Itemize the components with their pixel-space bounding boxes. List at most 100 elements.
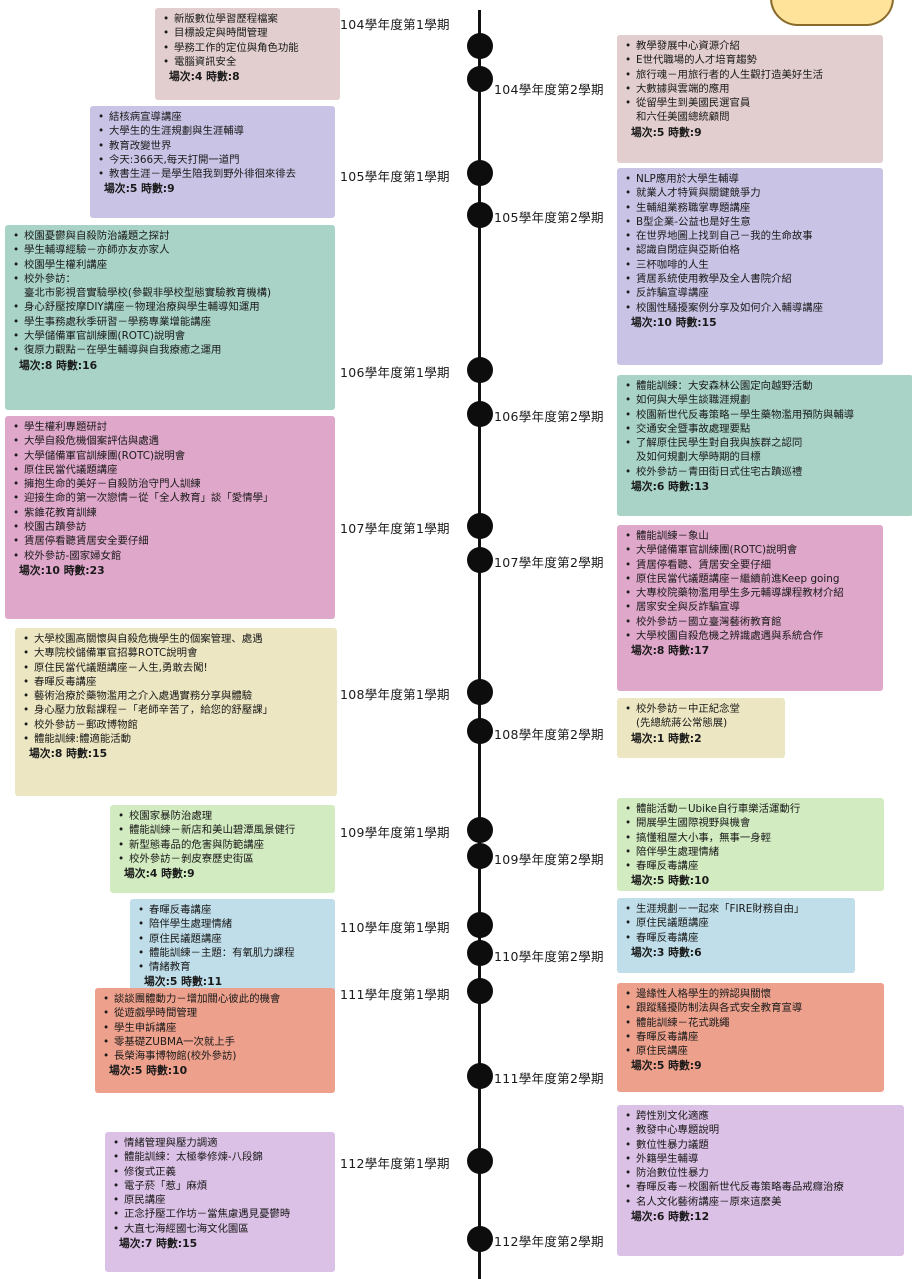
activity-item: 開展學生國際視野與機會 (623, 816, 878, 831)
timeline-node (467, 1148, 493, 1174)
activity-item: 身心舒壓按摩DIY講座－物理治療與學生輔導知運用 (11, 300, 329, 315)
activity-item: 跟蹤騷擾防制法與各式安全教育宣導 (623, 1001, 878, 1016)
semester-label: 111學年度第2學期 (494, 1071, 604, 1086)
activity-item: 大專校院藥物濫用學生多元輔導課程教材介紹 (623, 586, 877, 601)
activity-item: 原住民講座 (623, 1044, 878, 1059)
activity-item: 名人文化藝術講座－原來這麼美 (623, 1195, 898, 1210)
activity-item: 防治數位性暴力 (623, 1166, 898, 1181)
activity-item: 校園學生權利講座 (11, 258, 329, 273)
session-hours-summary: 場次:7 時數:15 (119, 1237, 198, 1251)
timeline-node (467, 513, 493, 539)
activity-item: 復原力觀點－在學生輔導與自我療癒之運用 (11, 343, 329, 358)
activity-item: 校園憂鬱與自殺防治議題之探討 (11, 229, 329, 244)
semester-label: 105學年度第1學期 (340, 169, 450, 184)
activity-item: 邊緣性人格學生的辨認與關懷 (623, 987, 878, 1002)
semester-label: 107學年度第2學期 (494, 555, 604, 570)
semester-activity-box: 談談團體動力－增加關心彼此的機會從遊戲學時間管理學生申訴講座零基礎ZUBMA一次… (95, 988, 335, 1093)
activity-list: 結核病宣導講座大學生的生涯規劃與生涯輔導教育改變世界今天:366天,每天打開一道… (96, 110, 329, 182)
activity-item: 目標設定與時間管理 (161, 26, 334, 41)
activity-item: 體能活動－Ubike自行車樂活運動行 (623, 802, 878, 817)
activity-item: 體能訓練:體適能活動 (21, 732, 331, 747)
activity-item: 體能訓練－主題：有氧肌力課程 (136, 946, 329, 961)
semester-activity-box: 春暉反毒講座陪伴學生處理情緒原住民議題講座體能訓練－主題：有氧肌力課程情緒教育場… (130, 899, 335, 1003)
activity-item: 校園家暴防治處理 (116, 809, 329, 824)
activity-item: 生輔組業務職掌專題講座 (623, 201, 877, 216)
semester-label: 106學年度第2學期 (494, 409, 604, 424)
semester-activity-box: 體能訓練－象山大學儲備軍官訓練團(ROTC)說明會賃居停看聽、賃居安全要仔細原住… (617, 525, 883, 691)
activity-item: 新型態毒品的危害與防範講座 (116, 838, 329, 853)
activity-item: 春暉反毒講座 (623, 1030, 878, 1045)
activity-item: 體能訓練：大安森林公園定向越野活動 (623, 379, 907, 394)
activity-item: 教發中心專題說明 (623, 1123, 898, 1138)
activity-item: 原住民當代議題講座－人生,勇敢去闖! (21, 661, 331, 676)
semester-activity-box: 教學發展中心資源介紹E世代職場的人才培育趨勢旅行魂－用旅行者的人生觀打造美好生活… (617, 35, 883, 163)
activity-item: 認識自閉症與亞斯伯格 (623, 243, 877, 258)
activity-item: 校外參訪－青田街日式住宅古蹟巡禮 (623, 465, 907, 480)
activity-item: 結核病宣導講座 (96, 110, 329, 125)
session-hours-summary: 場次:10 時數:15 (631, 315, 717, 329)
semester-label: 111學年度第1學期 (340, 987, 450, 1002)
activity-item: 擁抱生命的美好－自殺防治守門人訓練 (11, 477, 329, 492)
session-hours-summary: 場次:3 時數:6 (631, 945, 702, 959)
semester-label: 109學年度第1學期 (340, 825, 450, 840)
timeline-node (467, 978, 493, 1004)
semester-activity-box: 新版數位學習歷程檔案目標設定與時間管理學務工作的定位與角色功能電腦資訊安全場次:… (155, 8, 340, 100)
activity-list: 體能訓練：大安森林公園定向越野活動如何與大學生談職涯規劃校園新世代反毒策略－學生… (623, 379, 907, 479)
activity-item: 大學校園高關懷與自殺危機學生的個案管理、處遇 (21, 632, 331, 647)
activity-item: 大學儲備軍官訓練團(ROTC)說明會 (11, 449, 329, 464)
session-hours-summary: 場次:5 時數:11 (144, 975, 223, 989)
activity-item: 體能訓練－花式跳繩 (623, 1016, 878, 1031)
activity-item: 校園古蹟參訪 (11, 520, 329, 535)
semester-label: 112學年度第1學期 (340, 1156, 450, 1171)
activity-item: 跨性別文化適應 (623, 1109, 898, 1124)
activity-item: 修復式正義 (111, 1165, 329, 1180)
activity-item-continued: (先總統蔣公常態展) (636, 717, 728, 730)
activity-list: 體能訓練－象山大學儲備軍官訓練團(ROTC)說明會賃居停看聽、賃居安全要仔細原住… (623, 529, 877, 644)
activity-item: 校外參訪： (11, 272, 329, 287)
session-hours-summary: 場次:8 時數:16 (19, 358, 98, 372)
semester-activity-box: 情緒管理與壓力調適體能訓練：太極拳修煉-八段錦修復式正義電子菸「惹」麻煩原民講座… (105, 1132, 335, 1272)
activity-item: 迎接生命的第一次戀情－從「全人教育」談「愛情學」 (11, 491, 329, 506)
semester-activity-box: 學生權利專題研討大學自殺危機個案評估與處遇大學儲備軍官訓練團(ROTC)說明會原… (5, 416, 335, 619)
activity-item: 原住民議題講座 (623, 916, 849, 931)
activity-item: 情緒教育 (136, 960, 329, 975)
activity-list: 跨性別文化適應教發中心專題說明數位性暴力議題外籍學生輔導防治數位性暴力春暉反毒－… (623, 1109, 898, 1209)
activity-list: 新版數位學習歷程檔案目標設定與時間管理學務工作的定位與角色功能電腦資訊安全 (161, 12, 334, 69)
activity-item: 體能訓練－象山 (623, 529, 877, 544)
timeline-node (467, 1226, 493, 1252)
semester-activity-box: 校園憂鬱與自殺防治議題之探討學生輔導經驗－亦師亦友亦家人校園學生權利講座校外參訪… (5, 225, 335, 410)
timeline-node (467, 66, 493, 92)
timeline-node (467, 912, 493, 938)
activity-item: E世代職場的人才培育趨勢 (623, 53, 877, 68)
session-hours-summary: 場次:5 時數:10 (109, 1064, 188, 1078)
activity-item: 了解原住民學生對自我與族群之認同 (623, 436, 907, 451)
activity-item: 交通安全暨事故處理要點 (623, 422, 907, 437)
activity-item: 陪伴學生處理情緒 (623, 845, 878, 860)
activity-item: B型企業-公益也是好生意 (623, 215, 877, 230)
activity-item: 大直七海經國七海文化園區 (111, 1222, 329, 1237)
timeline-node (467, 817, 493, 843)
semester-activity-box: NLP應用於大學生輔導就業人才特質與關鍵競爭力生輔組業務職掌專題講座B型企業-公… (617, 168, 883, 365)
activity-list: 教學發展中心資源介紹E世代職場的人才培育趨勢旅行魂－用旅行者的人生觀打造美好生活… (623, 39, 877, 125)
activity-item: 長榮海事博物館(校外參訪) (101, 1049, 329, 1064)
activity-item: NLP應用於大學生輔導 (623, 172, 877, 187)
timeline-node (467, 718, 493, 744)
activity-item: 教育改變世界 (96, 139, 329, 154)
activity-list: 學生權利專題研討大學自殺危機個案評估與處遇大學儲備軍官訓練團(ROTC)說明會原… (11, 420, 329, 563)
activity-item: 居家安全與反詐騙宣導 (623, 600, 877, 615)
activity-item: 反詐騙宣導講座 (623, 286, 877, 301)
activity-list: NLP應用於大學生輔導就業人才特質與關鍵競爭力生輔組業務職掌專題講座B型企業-公… (623, 172, 877, 315)
activity-list: 情緒管理與壓力調適體能訓練：太極拳修煉-八段錦修復式正義電子菸「惹」麻煩原民講座… (111, 1136, 329, 1236)
activity-item: 春暉反毒講座 (623, 931, 849, 946)
activity-item: 從留學生到美國民選官員 (623, 96, 877, 111)
timeline-node (467, 940, 493, 966)
activity-item: 學生事務處秋季研習－學務專業增能講座 (11, 315, 329, 330)
activity-item: 生涯規劃－一起來「FIRE財務自由」 (623, 902, 849, 917)
activity-list: 校外參訪－中正紀念堂(先總統蔣公常態展) (623, 702, 779, 731)
activity-item: 春暉反毒講座 (136, 903, 329, 918)
timeline-node (467, 357, 493, 383)
semester-activity-box: 生涯規劃－一起來「FIRE財務自由」原住民議題講座春暉反毒講座場次:3 時數:6 (617, 898, 855, 973)
activity-item: 春暉反毒講座 (21, 675, 331, 690)
timeline-node (467, 401, 493, 427)
activity-item: 賃居停看聽賃居安全要仔細 (11, 534, 329, 549)
